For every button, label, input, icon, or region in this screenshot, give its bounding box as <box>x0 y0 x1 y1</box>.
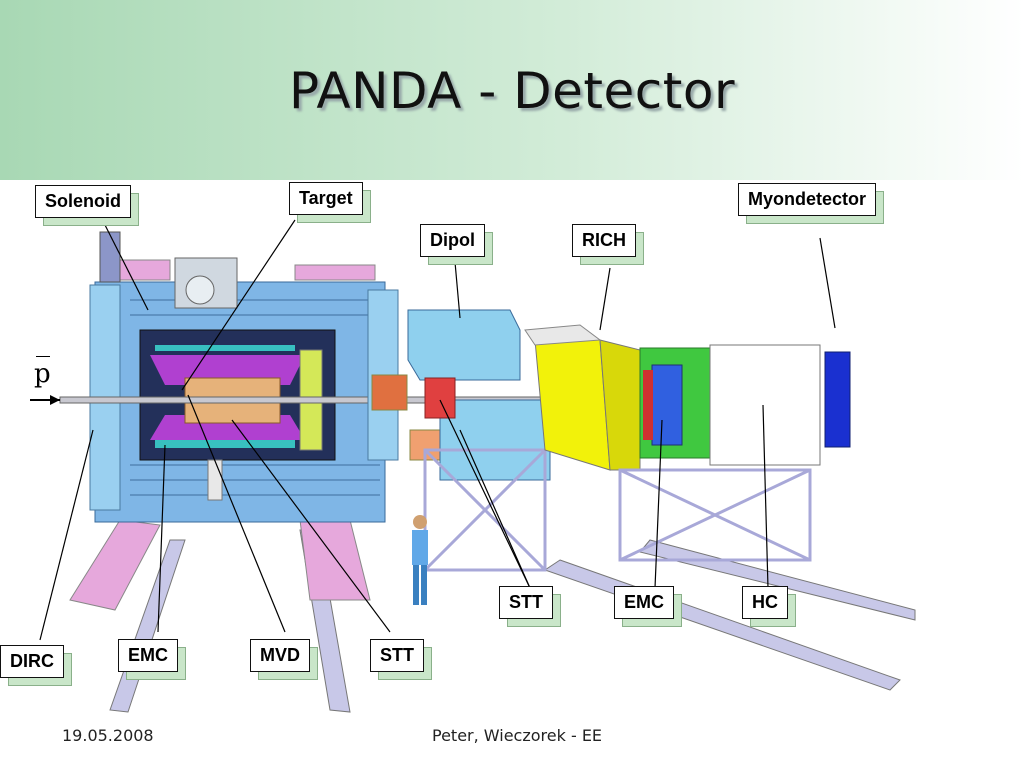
slide-header <box>0 0 1024 180</box>
footer-author: Peter, Wieczorek - EE <box>432 726 603 745</box>
footer-date: 19.05.2008 <box>62 726 154 745</box>
antiproton-bar <box>36 356 50 357</box>
label-myondetector: Myondetector <box>738 183 885 224</box>
label-dirc: DIRC <box>0 645 72 686</box>
label-solenoid: Solenoid <box>35 185 139 226</box>
pointer-lines <box>39 219 836 641</box>
detector-illustration <box>30 219 916 713</box>
label-stt-right: STT <box>499 586 561 627</box>
label-stt-left: STT <box>370 639 432 680</box>
slide-title: PANDA - Detector <box>288 62 736 120</box>
rich-detector <box>524 324 641 471</box>
forward-spectrometer <box>618 344 851 562</box>
label-emc-right: EMC <box>614 586 682 627</box>
label-hc: HC <box>742 586 796 627</box>
label-target: Target <box>289 182 371 223</box>
antiproton-label: p <box>34 356 51 389</box>
label-dipol: Dipol <box>420 224 493 265</box>
target-system <box>174 257 238 501</box>
label-rich: RICH <box>572 224 644 265</box>
support-frames <box>69 259 376 611</box>
label-mvd: MVD <box>250 639 318 680</box>
person-figure <box>412 515 428 605</box>
label-emc-left: EMC <box>118 639 186 680</box>
dipole-magnet <box>407 309 551 572</box>
forward-tracking <box>367 289 441 461</box>
